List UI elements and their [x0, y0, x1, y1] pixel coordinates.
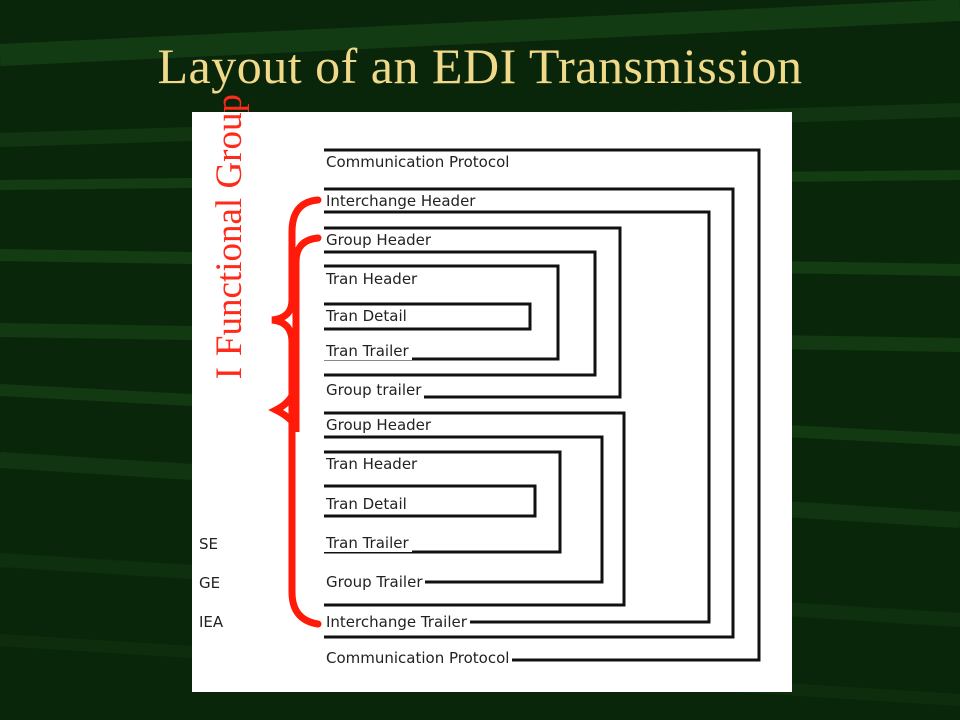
edi-diagram-panel: Communication Protocol Interchange Heade… — [192, 112, 792, 692]
segment-tran-trailer-1: Tran Trailer — [324, 342, 412, 360]
envelope-tran-1-detail — [324, 302, 532, 331]
segment-tran-detail-2: Tran Detail — [324, 495, 410, 513]
segment-group-header-2: Group Header — [324, 416, 435, 434]
envelope-group-2-inner — [324, 435, 604, 584]
slide-title: Layout of an EDI Transmission — [157, 38, 803, 94]
segment-group-header-1: Group Header — [324, 231, 435, 249]
segment-interchange-trailer: Interchange Trailer — [324, 613, 470, 631]
code-ge: GE — [199, 574, 221, 592]
envelope-communication — [324, 148, 761, 662]
envelope-tran-2 — [324, 450, 562, 554]
code-iea: IEA — [199, 613, 224, 631]
envelope-group-1-inner — [324, 250, 597, 377]
envelope-tran-2-detail — [324, 484, 537, 518]
envelope-interchange-inner — [324, 210, 711, 624]
envelope-interchange — [324, 187, 735, 639]
functional-group-vertical-label: I Functional Group — [208, 94, 252, 494]
segment-interchange-header: Interchange Header — [324, 192, 479, 210]
brace-outer — [271, 196, 322, 628]
envelope-tran-1 — [324, 264, 560, 361]
segment-tran-header-2: Tran Header — [324, 455, 421, 473]
code-se: SE — [199, 535, 218, 553]
segment-group-trailer-2: Group Trailer — [324, 573, 426, 591]
functional-group-text: Functional Group — [209, 94, 250, 357]
segment-tran-trailer-2: Tran Trailer — [324, 534, 412, 552]
envelope-group-2 — [324, 411, 626, 607]
envelope-group-1 — [324, 226, 622, 399]
clipped-letter: I — [209, 366, 250, 380]
segment-tran-detail-1: Tran Detail — [324, 307, 410, 325]
nested-envelope-diagram — [268, 148, 761, 662]
brace-inner — [268, 234, 322, 433]
segment-communication-protocol-bottom: Communication Protocol — [324, 649, 513, 667]
segment-tran-header-1: Tran Header — [324, 270, 421, 288]
segment-communication-protocol-top: Communication Protocol — [324, 153, 513, 171]
segment-group-trailer-1: Group trailer — [324, 381, 425, 399]
